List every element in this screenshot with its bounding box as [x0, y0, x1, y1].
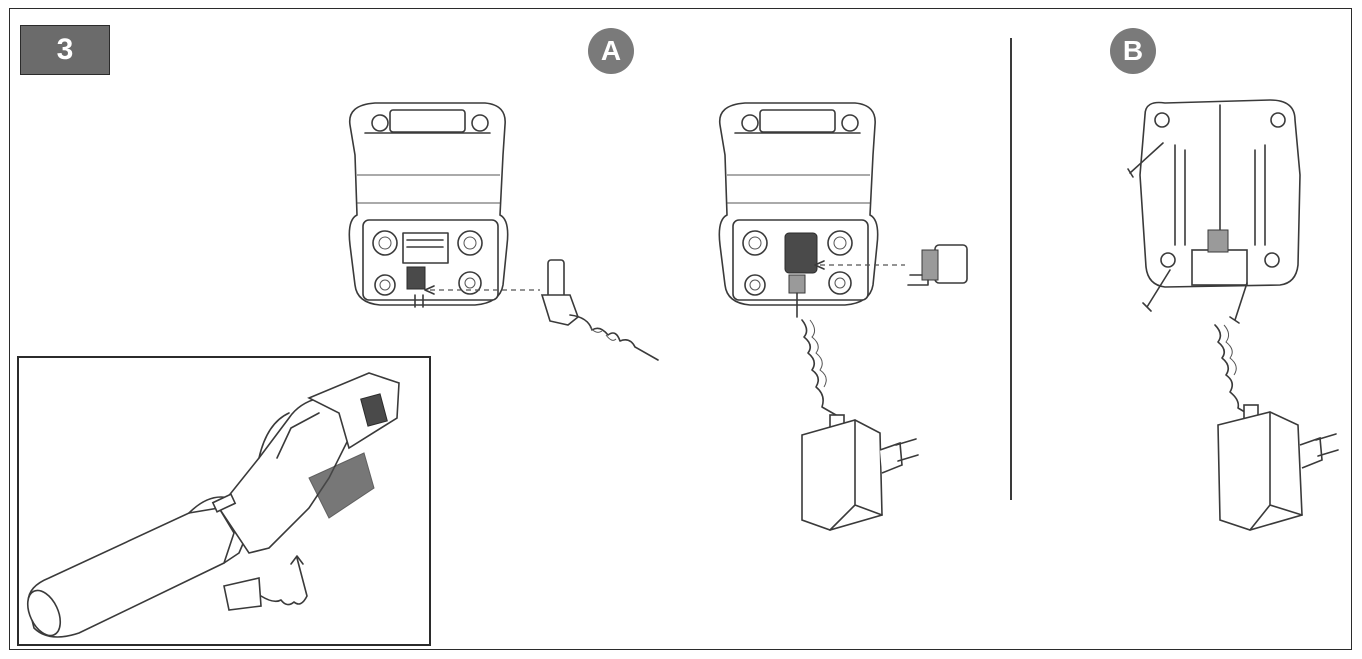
plug-connector-icon	[814, 244, 968, 286]
wall-bracket-connected-icon	[718, 102, 879, 318]
diagram-frame	[9, 8, 1352, 650]
power-adapter-icon	[801, 319, 919, 531]
wall-bracket-icon	[348, 102, 509, 308]
power-adapter-b-icon	[1214, 324, 1339, 531]
wall-bracket-rear-icon	[1139, 99, 1301, 288]
angled-plug-icon	[424, 259, 659, 361]
panel-divider	[1010, 38, 1012, 500]
blower-inset-panel	[17, 356, 431, 646]
panel-b-label: B	[1110, 28, 1156, 74]
step-number-badge: 3	[20, 25, 110, 75]
screw-icon	[1127, 142, 1248, 324]
leaf-blower-icon	[26, 372, 400, 638]
panel-a-label: A	[588, 28, 634, 74]
